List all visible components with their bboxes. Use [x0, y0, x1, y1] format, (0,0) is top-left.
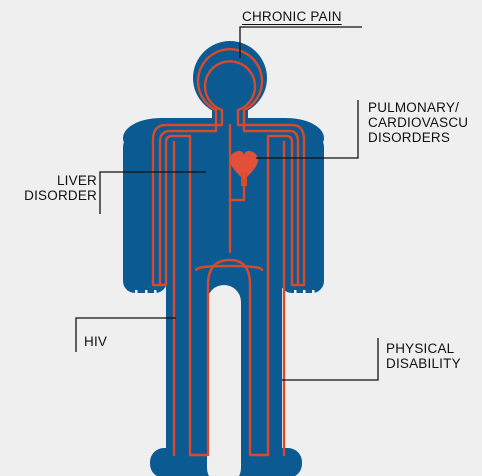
label-chronic-pain: CHRONIC PAIN	[242, 9, 342, 24]
finger-gap	[135, 290, 138, 304]
chronic-pain-leader	[240, 27, 362, 58]
physical-text-line2: DISABILITY	[386, 356, 461, 371]
physical-disability-leader	[282, 338, 378, 380]
chronic-pain-text: CHRONIC PAIN	[242, 9, 342, 24]
hiv-text: HIV	[84, 334, 107, 349]
pulmonary-text-line2: CARDIOVASCU	[368, 115, 468, 130]
physical-text-line1: PHYSICAL	[386, 341, 461, 356]
finger-gap	[294, 290, 297, 304]
pulmonary-text-line1: PULMONARY/	[368, 100, 468, 115]
liver-text-line2: DISORDER	[0, 188, 97, 203]
pulmonary-text-line3: DISORDERS	[368, 130, 468, 145]
finger-gap	[145, 290, 148, 304]
label-liver-disorder: LIVER DISORDER	[0, 173, 97, 203]
leg-gap	[207, 285, 241, 476]
liver-text-line1: LIVER	[0, 173, 97, 188]
label-pulmonary-cardiovascular: PULMONARY/ CARDIOVASCU DISORDERS	[368, 100, 468, 145]
finger-gap	[303, 290, 306, 304]
head	[193, 41, 267, 115]
label-physical-disability: PHYSICAL DISABILITY	[386, 341, 461, 371]
label-hiv: HIV	[84, 334, 107, 349]
right-arm	[280, 135, 324, 293]
finger-gap	[312, 290, 315, 304]
finger-gap	[154, 290, 157, 304]
